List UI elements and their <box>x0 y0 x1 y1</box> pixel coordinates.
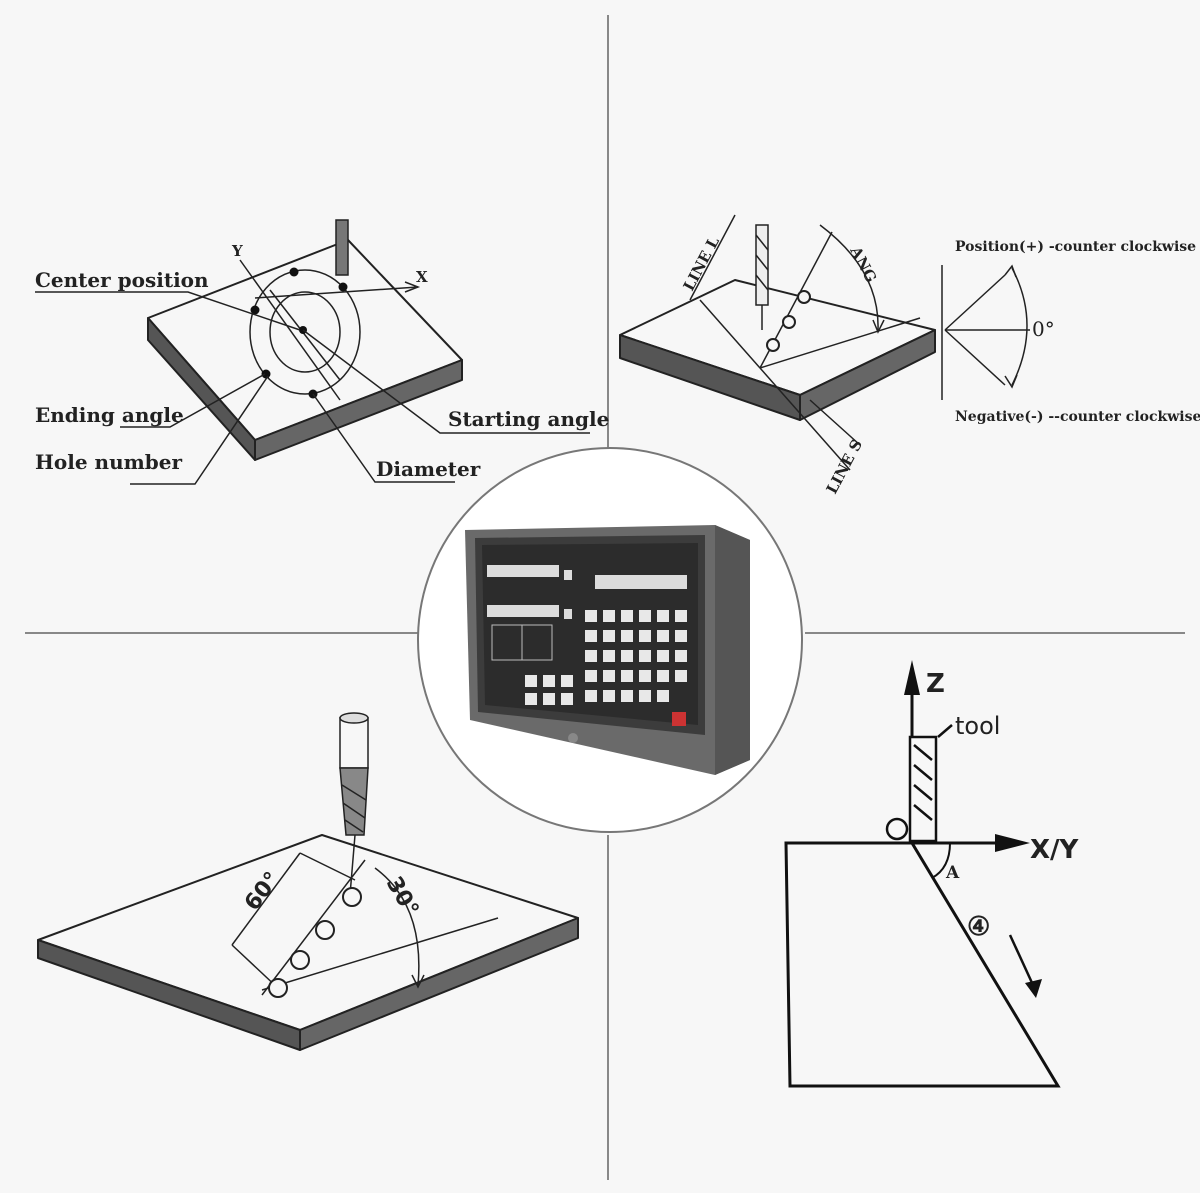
keypad-key <box>621 690 633 702</box>
device-knob <box>568 733 578 743</box>
keypad-key <box>585 690 597 702</box>
keypad-key <box>639 670 651 682</box>
label-axis-y: Y <box>231 242 243 260</box>
keypad-key <box>585 650 597 662</box>
xy-arrowhead <box>995 834 1030 852</box>
keypad-key <box>603 670 615 682</box>
axis-key <box>543 675 555 687</box>
label-tool: tool <box>955 712 1000 740</box>
keypad-key <box>585 610 597 622</box>
x-axis-line <box>254 286 419 299</box>
axis-key <box>525 675 537 687</box>
cutting-tool <box>335 219 349 276</box>
drill-bit <box>755 224 769 330</box>
workpiece-profile <box>784 841 1061 1088</box>
label-step-4: ④ <box>967 912 990 942</box>
label-angle-a: A <box>945 863 960 883</box>
workpiece-plate-2 <box>619 279 936 421</box>
pcd-circle <box>249 269 361 395</box>
keypad <box>525 610 687 705</box>
keypad-key <box>639 690 651 702</box>
keypad-key <box>621 610 633 622</box>
keypad-key <box>603 690 615 702</box>
hole-markers-2 <box>766 290 811 352</box>
keypad-key <box>603 610 615 622</box>
label-negative-note: Negative(-) --counter clockwise <box>955 409 1200 425</box>
bevel-tool <box>908 724 953 843</box>
keypad-key <box>675 650 687 662</box>
axis-key <box>543 693 555 705</box>
label-axis-x: X <box>416 268 428 286</box>
keypad-key <box>585 670 597 682</box>
keypad-key <box>639 630 651 642</box>
label-hole-number: Hole number <box>35 450 182 474</box>
keypad-key <box>621 630 633 642</box>
axis-key <box>525 693 537 705</box>
tool-ball <box>885 817 909 841</box>
quadrant-dividers <box>25 15 1185 1180</box>
display-panel <box>487 565 687 619</box>
power-key <box>672 712 686 726</box>
label-center-position: Center position <box>35 268 209 292</box>
line-hole-diagram: LINE L ANG LINE S Position(+) -counter c… <box>619 214 1200 497</box>
keypad-key <box>639 650 651 662</box>
dro-device-image <box>417 447 803 833</box>
leader-lines <box>35 291 590 485</box>
keypad-key <box>657 630 669 642</box>
keypad-key <box>603 630 615 642</box>
direction-arrow <box>1008 934 1042 998</box>
keypad-key <box>657 690 669 702</box>
angle-direction-legend <box>941 264 1030 400</box>
keypad-key <box>603 650 615 662</box>
label-positive-note: Position(+) -counter clockwise <box>955 239 1196 255</box>
hole-markers-3 <box>268 887 362 998</box>
axis-key <box>561 693 573 705</box>
label-axis-xy: X/Y <box>1030 835 1080 865</box>
function-keys <box>491 624 553 661</box>
keypad-key <box>675 610 687 622</box>
pcd-diagram: Center position Ending angle Hole number… <box>35 219 609 485</box>
keypad-key <box>657 670 669 682</box>
keypad-key <box>621 670 633 682</box>
axis-key <box>561 675 573 687</box>
workpiece-plate-3 <box>37 834 579 1051</box>
keypad-key <box>675 670 687 682</box>
keypad-key <box>639 610 651 622</box>
angle-arc <box>931 842 951 879</box>
keypad-key <box>657 610 669 622</box>
keypad-key <box>585 630 597 642</box>
keypad-key <box>675 630 687 642</box>
z-arrowhead <box>904 660 920 695</box>
keypad-key <box>621 650 633 662</box>
dro-unit <box>465 525 750 775</box>
label-line-l: LINE L <box>680 233 724 293</box>
label-axis-z: Z <box>926 669 945 699</box>
label-ang: ANG <box>846 243 880 286</box>
end-mill <box>339 712 369 896</box>
bevel-diagram: Z tool X/Y A ④ <box>784 660 1080 1088</box>
label-ending-angle: Ending angle <box>35 403 184 427</box>
angle-holes-diagram: 60° 30° <box>37 712 579 1051</box>
keypad-key <box>657 650 669 662</box>
label-zero-degree: 0° <box>1032 317 1055 341</box>
y-axis-line <box>239 259 341 401</box>
inner-circle <box>269 291 341 373</box>
label-starting-angle: Starting angle <box>448 407 609 431</box>
label-diameter: Diameter <box>376 457 481 481</box>
